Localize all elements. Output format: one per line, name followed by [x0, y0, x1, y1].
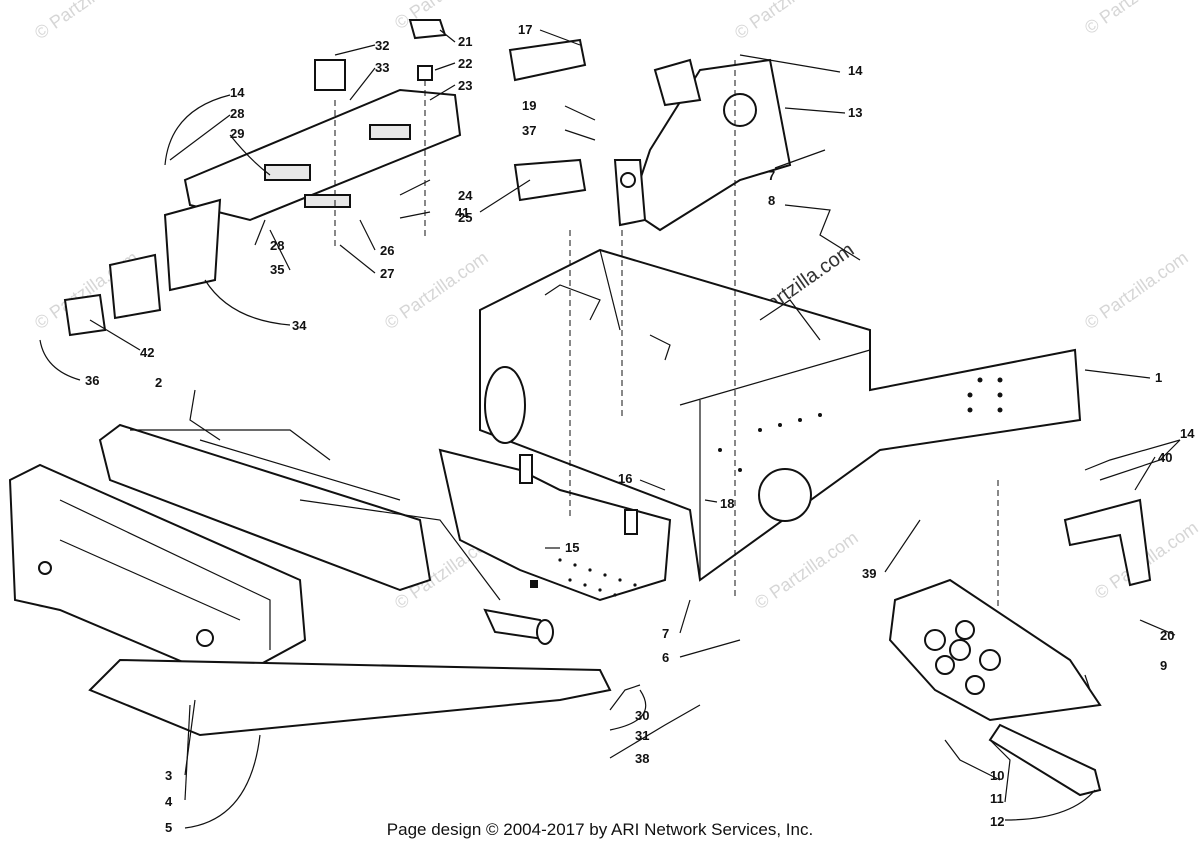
callout-label: 34 — [292, 318, 307, 333]
callout-label: 22 — [458, 56, 472, 71]
callout-label: 30 — [635, 708, 649, 723]
watermark: © Partzilla.com — [751, 527, 862, 613]
callout-label: 21 — [458, 34, 472, 49]
chassis-frame — [8, 19, 1152, 797]
callout-label: 28 — [270, 238, 284, 253]
callout-label: 4 — [165, 794, 173, 809]
callout-label: 23 — [458, 78, 472, 93]
callout-label: 41 — [455, 205, 469, 220]
callout-label: 9 — [1160, 658, 1167, 673]
callout-label: 2 — [155, 375, 162, 390]
callout-label: 26 — [380, 243, 394, 258]
callout-label: 32 — [375, 38, 389, 53]
callout-label: 12 — [990, 814, 1004, 829]
callout-label: 27 — [380, 266, 394, 281]
callout-label: 37 — [522, 123, 536, 138]
callout-label: 25 — [458, 210, 472, 225]
callout-label: 40 — [1158, 450, 1172, 465]
callout-label: 8 — [768, 193, 775, 208]
callout-label: 42 — [140, 345, 154, 360]
callout-label: 39 — [862, 566, 876, 581]
callout-label: 28 — [230, 106, 244, 121]
callout-label: 18 — [720, 496, 734, 511]
callout-label: 7 — [662, 626, 669, 641]
callout-label: 19 — [522, 98, 536, 113]
watermark: © Partzilla.com — [381, 247, 492, 333]
callout-label: 3 — [165, 768, 172, 783]
callout-label: 17 — [518, 22, 532, 37]
callout-label: 7 — [768, 168, 775, 183]
callout-label: 33 — [375, 60, 389, 75]
watermark: © Partzilla.com — [1081, 0, 1192, 38]
callout-label: 15 — [565, 540, 579, 555]
callout-label: 14 — [1180, 426, 1195, 441]
callout-label: 38 — [635, 751, 649, 766]
callout-label: 14 — [230, 85, 245, 100]
callout-label: 11 — [990, 791, 1004, 806]
callout-label: 35 — [270, 262, 284, 277]
callout-label: 13 — [848, 105, 862, 120]
callout-label: 24 — [458, 188, 473, 203]
callout-label: 6 — [662, 650, 669, 665]
leader-lines — [39, 29, 1181, 829]
callout-label: 31 — [635, 728, 649, 743]
watermark: © Partzilla.com — [1081, 247, 1192, 333]
callout-label: 14 — [848, 63, 863, 78]
copyright-footer: Page design © 2004-2017 by ARI Network S… — [386, 820, 814, 839]
callout-label: 20 — [1160, 628, 1174, 643]
watermark: © Partzilla.com — [391, 0, 502, 33]
watermark: © Partzilla.com — [731, 0, 842, 43]
callouts: 1 2 3 4 5 6 7 7 8 9 10 11 12 13 14 14 14… — [85, 22, 1195, 835]
callout-label: 36 — [85, 373, 99, 388]
callout-label: 5 — [165, 820, 172, 835]
callout-label: 29 — [230, 126, 244, 141]
callout-label: 16 — [618, 471, 632, 486]
callout-label: 1 — [1155, 370, 1162, 385]
watermark: © Partzilla.com — [31, 0, 142, 43]
callout-label: 10 — [990, 768, 1004, 783]
